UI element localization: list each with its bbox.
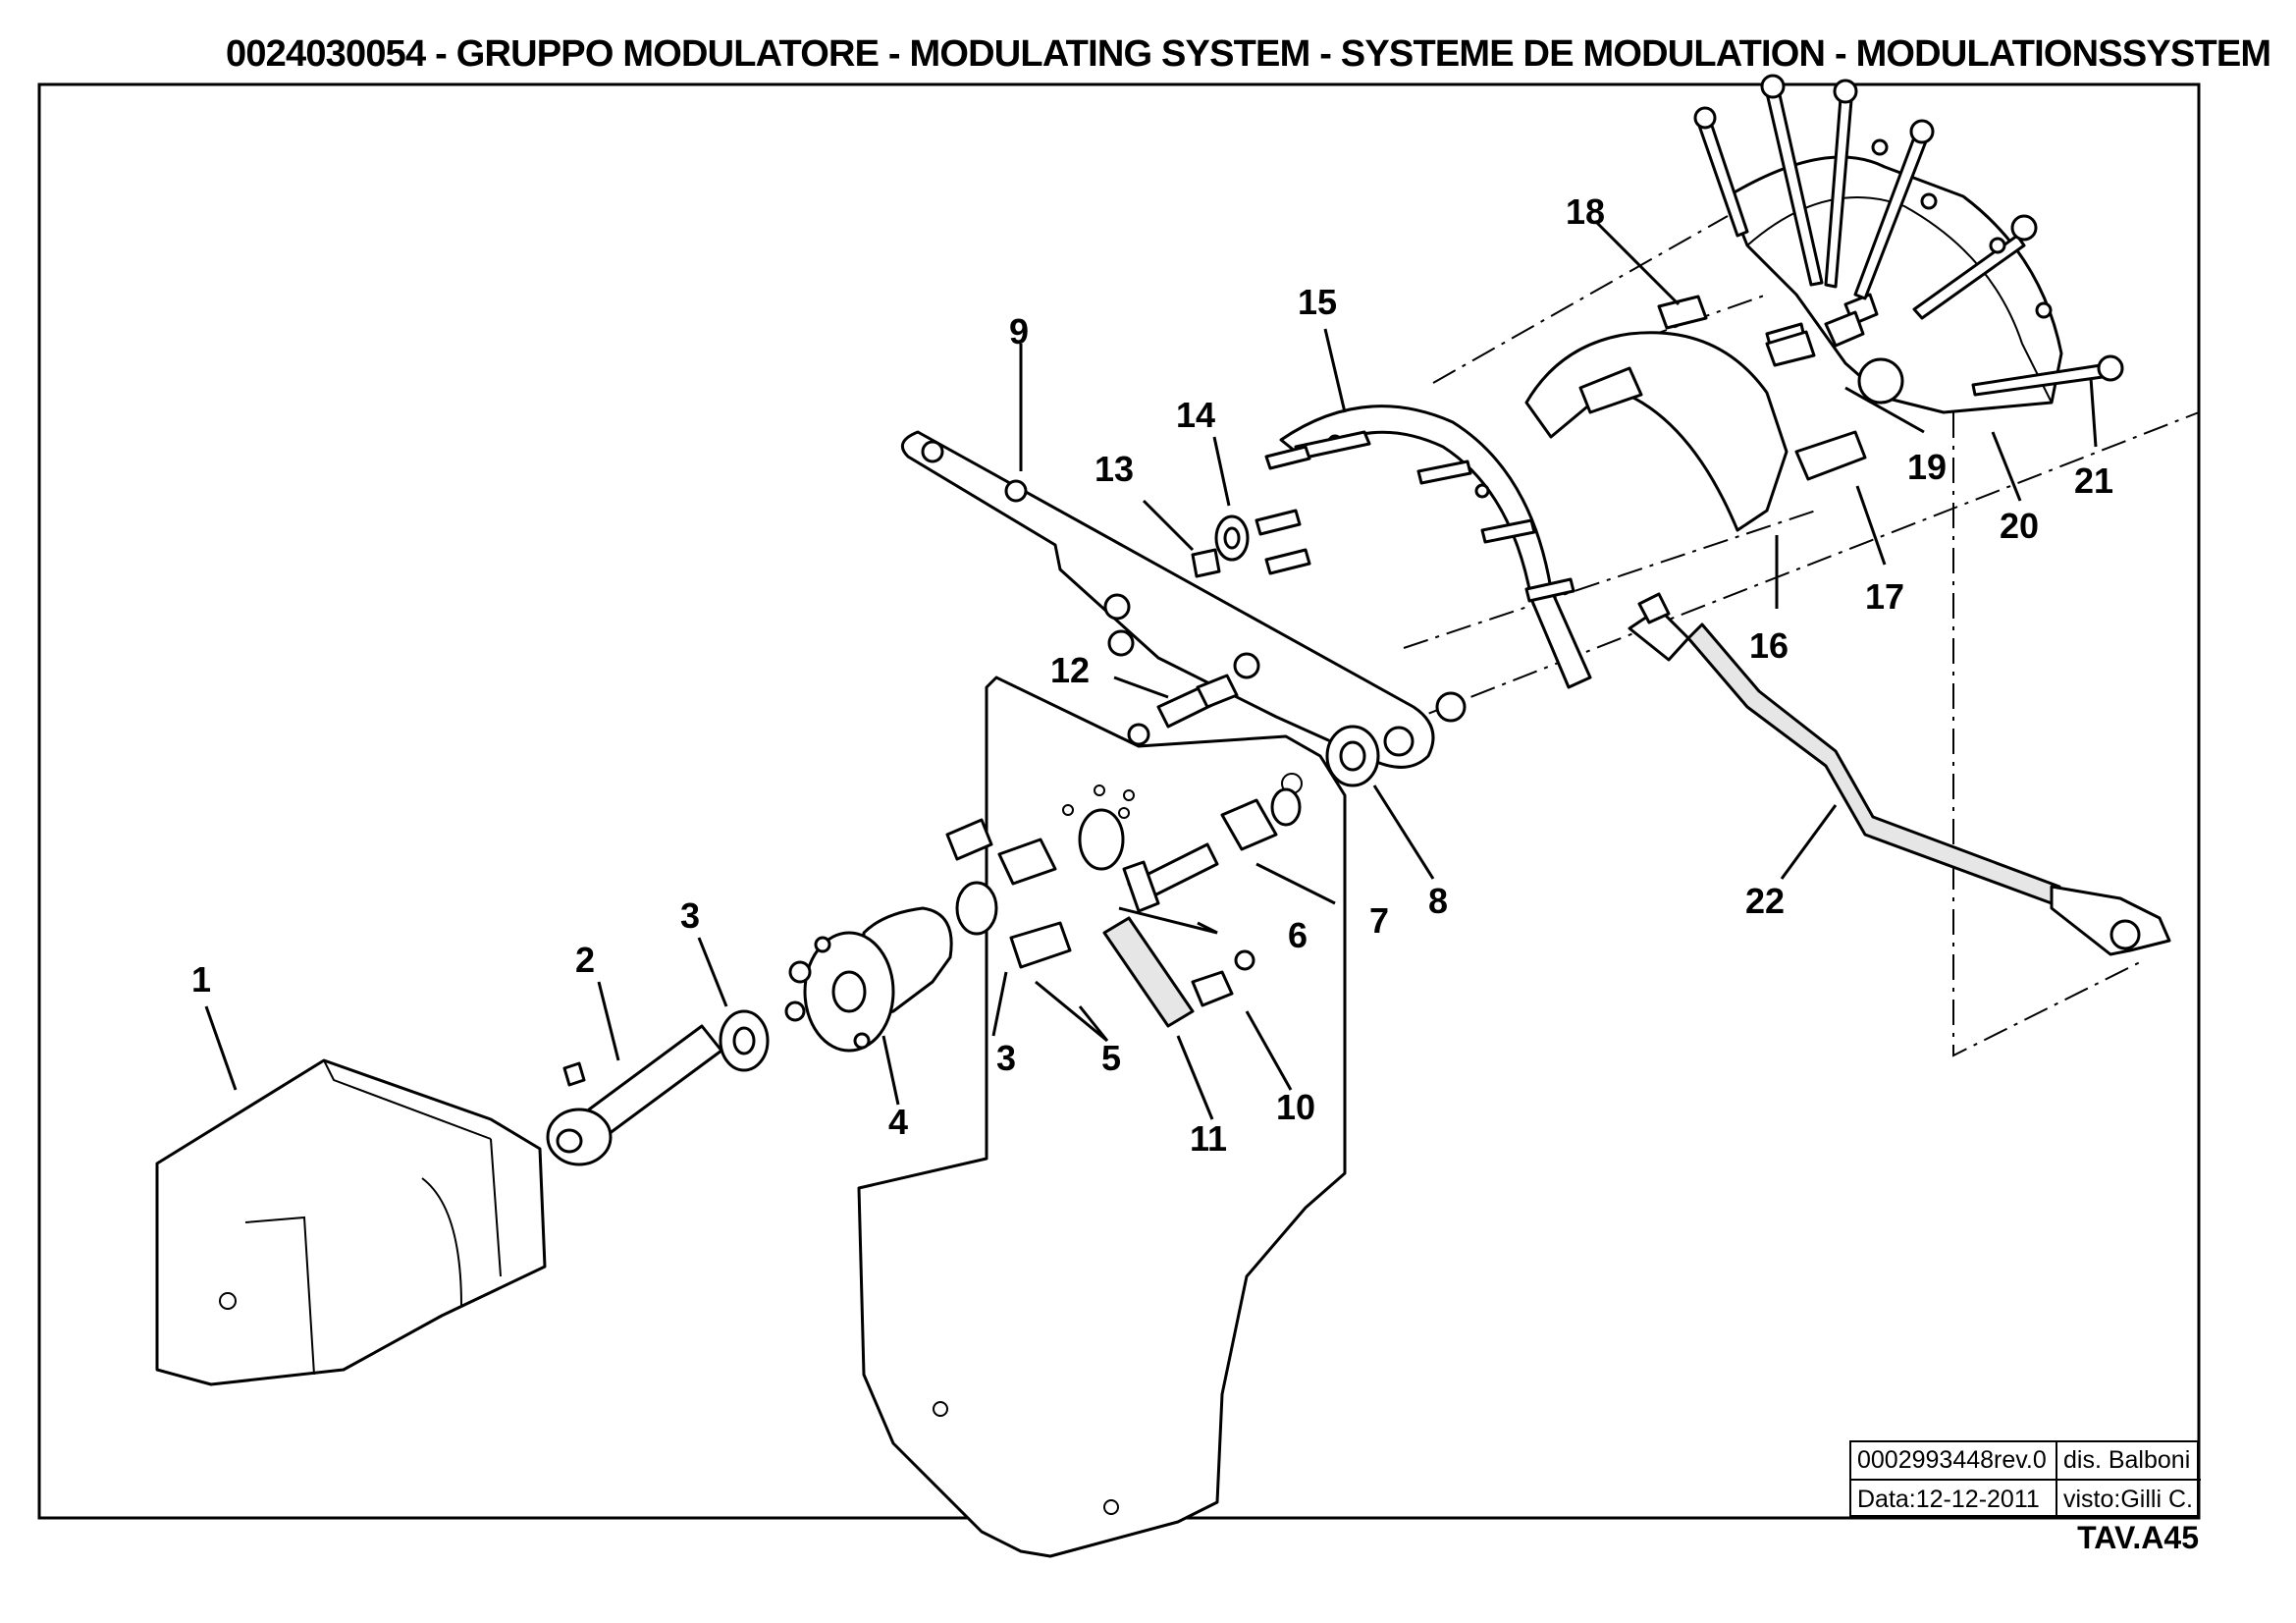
spacers (945, 818, 1072, 969)
sliders (1657, 295, 1867, 481)
linkage-rod (1628, 592, 2171, 956)
assembly-axes (1079, 215, 2200, 1081)
shaft (546, 1024, 723, 1166)
sheet-id: TAV.A45 (2077, 1520, 2199, 1555)
callout-17: 17 (1865, 576, 1904, 617)
nuts (1103, 593, 1467, 787)
callout-1: 1 (191, 959, 211, 1000)
callout-labels: 1 2 3 3 4 5 6 7 8 9 10 11 12 13 14 15 16… (191, 191, 2113, 1159)
page-title: 0024030054 - GRUPPO MODULATORE - MODULAT… (226, 33, 2271, 75)
curved-strip (1264, 405, 1592, 689)
callout-5: 5 (1101, 1038, 1121, 1078)
callout-2: 2 (575, 940, 595, 980)
callout-3a: 3 (680, 895, 700, 936)
mounting-plate (857, 676, 1347, 1558)
callout-7: 7 (1369, 900, 1389, 941)
cam-segment (1524, 331, 1789, 532)
leaders (204, 219, 2098, 1120)
bushings (719, 808, 1125, 1072)
callout-4: 4 (888, 1102, 908, 1142)
coupling (784, 906, 953, 1053)
lever-bar (900, 430, 1435, 769)
servomotor (155, 1058, 547, 1386)
callout-11: 11 (1190, 1118, 1227, 1159)
callout-13: 13 (1095, 449, 1134, 489)
title-block: 0002993448rev.0 dis. Balboni Data:12-12-… (1849, 1440, 2201, 1519)
checked-by: visto:Gilli C. (2063, 1486, 2193, 1513)
callout-9: 9 (1009, 311, 1029, 352)
drawing-number: 0002993448rev.0 (1851, 1442, 2057, 1481)
callout-20: 20 (2000, 506, 2039, 546)
callout-12: 12 (1050, 650, 1090, 690)
drawn-by: dis. Balboni (2057, 1442, 2201, 1481)
spring (1102, 916, 1255, 1028)
callout-19: 19 (1907, 447, 1947, 487)
callout-18: 18 (1566, 191, 1605, 232)
callout-15: 15 (1298, 282, 1337, 322)
callout-3b: 3 (996, 1038, 1016, 1078)
callout-10: 10 (1276, 1087, 1315, 1127)
cam-screws (1693, 74, 2124, 397)
drawing-date: Data:12-12-2011 (1851, 1481, 2057, 1519)
callout-14: 14 (1176, 395, 1215, 435)
callout-21: 21 (2074, 460, 2113, 501)
bolt (1122, 842, 1219, 913)
fitting (1220, 787, 1302, 851)
callout-6: 6 (1288, 915, 1308, 955)
callout-22: 22 (1745, 881, 1785, 921)
pivot-pin (1127, 674, 1239, 746)
bearing (1191, 509, 1311, 578)
callout-8: 8 (1428, 881, 1448, 921)
callout-16: 16 (1749, 625, 1789, 666)
